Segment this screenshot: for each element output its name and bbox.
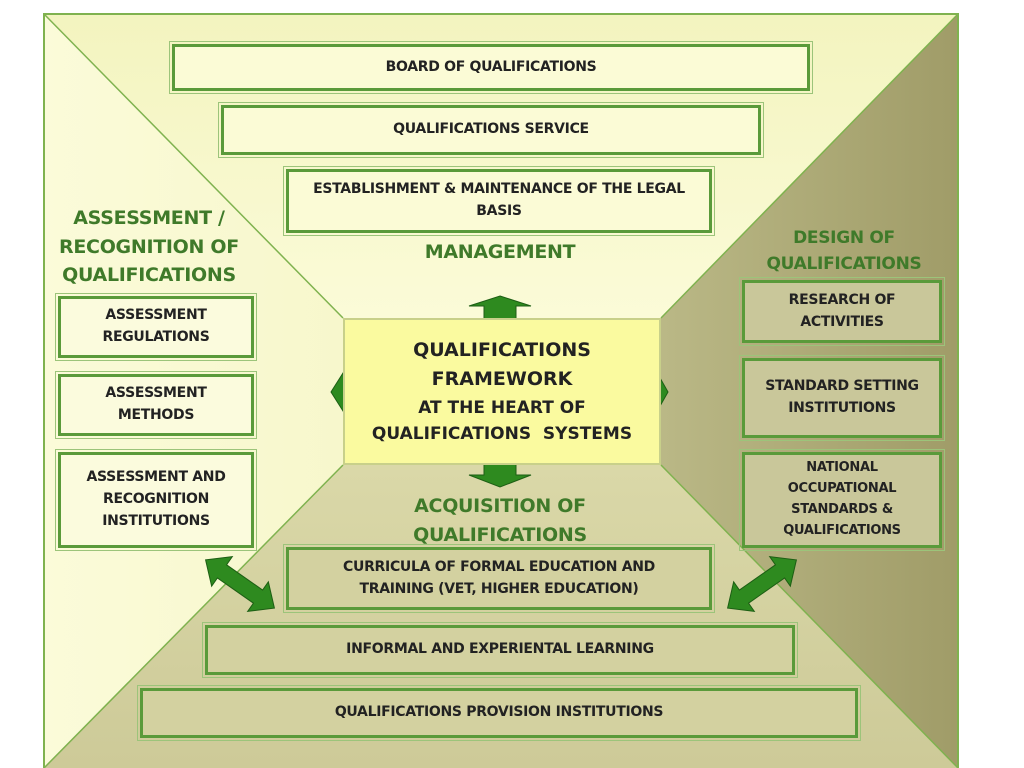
acquisition-heading-line1: ACQUISITION OF	[414, 495, 586, 517]
assessment-methods-box: ASSESSMENT METHODS	[55, 371, 257, 439]
assessment-heading-line2: RECOGNITION OF	[59, 235, 239, 258]
acquisition-heading-line2: QUALIFICATIONS	[413, 524, 587, 547]
diagonal-bottom-left	[43, 464, 344, 768]
board-of-qualifications-box: BOARD OF QUALIFICATIONS	[169, 41, 813, 94]
assessment-institutions-box: ASSESSMENT AND RECOGNITION INSTITUTIONS	[55, 449, 257, 551]
qualifications-service-box: QUALIFICATIONS SERVICE	[218, 102, 764, 158]
center-line4: QUALIFICATIONS SYSTEMS	[371, 423, 633, 444]
center-line3: AT THE HEART OF	[418, 397, 586, 418]
curricula-line1: CURRICULA OF FORMAL EDUCATION AND	[343, 558, 655, 575]
assessment-heading-line1: ASSESSMENT /	[73, 207, 225, 229]
assessment-institutions-line2: RECOGNITION	[102, 491, 209, 508]
research-line1: RESEARCH OF	[788, 291, 896, 308]
assessment-heading: ASSESSMENT / RECOGNITION OF QUALIFICATIO…	[46, 204, 252, 290]
national-standards-line3: STANDARDS &	[791, 502, 893, 517]
assessment-regulations-box: ASSESSMENT REGULATIONS	[55, 293, 257, 361]
diagonal-bottom-right	[660, 464, 959, 768]
provision-institutions-box: QUALIFICATIONS PROVISION INSTITUTIONS	[137, 685, 861, 741]
management-heading: MANAGEMENT	[424, 241, 576, 263]
research-of-activities-box: RESEARCH OF ACTIVITIES	[739, 277, 945, 346]
acquisition-heading: ACQUISITION OF QUALIFICATIONS	[380, 492, 620, 551]
informal-learning-label: INFORMAL AND EXPERIENTAL LEARNING	[346, 641, 654, 658]
national-standards-line1: NATIONAL	[806, 460, 878, 476]
standard-setting-line1: STANDARD SETTING	[765, 378, 919, 395]
design-heading-line1: DESIGN OF	[793, 228, 895, 248]
curricula-line2: TRAINING (VET, HIGHER EDUCATION)	[359, 580, 639, 597]
assessment-heading-line3: QUALIFICATIONS	[62, 264, 236, 286]
design-heading: DESIGN OF QUALIFICATIONS	[746, 226, 942, 277]
qualifications-service-label: QUALIFICATIONS SERVICE	[393, 121, 589, 138]
standard-setting-line2: INSTITUTIONS	[788, 400, 896, 416]
assessment-regulations-line2: REGULATIONS	[102, 329, 210, 345]
national-standards-line2: OCCUPATIONAL	[787, 481, 897, 497]
center-line2: FRAMEWORK	[431, 368, 573, 391]
double-arrow-left-icon	[204, 556, 276, 612]
legal-basis-label: ESTABLISHMENT & MAINTENANCE OF THE LEGAL…	[313, 181, 685, 219]
center-line1: QUALIFICATIONS	[413, 338, 591, 361]
diagonal-top-left	[43, 13, 344, 319]
assessment-methods-line1: ASSESSMENT	[105, 385, 207, 402]
design-heading-line2: QUALIFICATIONS	[766, 253, 922, 274]
legal-basis-box: ESTABLISHMENT & MAINTENANCE OF THE LEGAL…	[283, 166, 715, 236]
assessment-methods-line2: METHODS	[117, 407, 195, 423]
assessment-institutions-line1: ASSESSMENT AND	[86, 469, 226, 486]
research-line2: ACTIVITIES	[800, 313, 884, 330]
assessment-institutions-line3: INSTITUTIONS	[102, 512, 210, 529]
standard-setting-box: STANDARD SETTING INSTITUTIONS	[739, 355, 945, 441]
national-standards-line4: QUALIFICATIONS	[783, 522, 901, 538]
provision-institutions-label: QUALIFICATIONS PROVISION INSTITUTIONS	[334, 704, 664, 721]
qualifications-framework-box: QUALIFICATIONS FRAMEWORK AT THE HEART OF…	[343, 318, 661, 465]
outer-frame	[43, 13, 959, 768]
national-standards-box: NATIONAL OCCUPATIONAL STANDARDS & QUALIF…	[739, 449, 945, 551]
diagonal-top-right	[660, 13, 959, 319]
informal-learning-box: INFORMAL AND EXPERIENTAL LEARNING	[202, 622, 798, 678]
assessment-regulations-line1: ASSESSMENT	[105, 307, 207, 324]
curricula-box: CURRICULA OF FORMAL EDUCATION AND TRAINI…	[283, 544, 715, 613]
double-arrow-right-icon	[726, 556, 798, 612]
board-of-qualifications-label: BOARD OF QUALIFICATIONS	[385, 58, 597, 75]
